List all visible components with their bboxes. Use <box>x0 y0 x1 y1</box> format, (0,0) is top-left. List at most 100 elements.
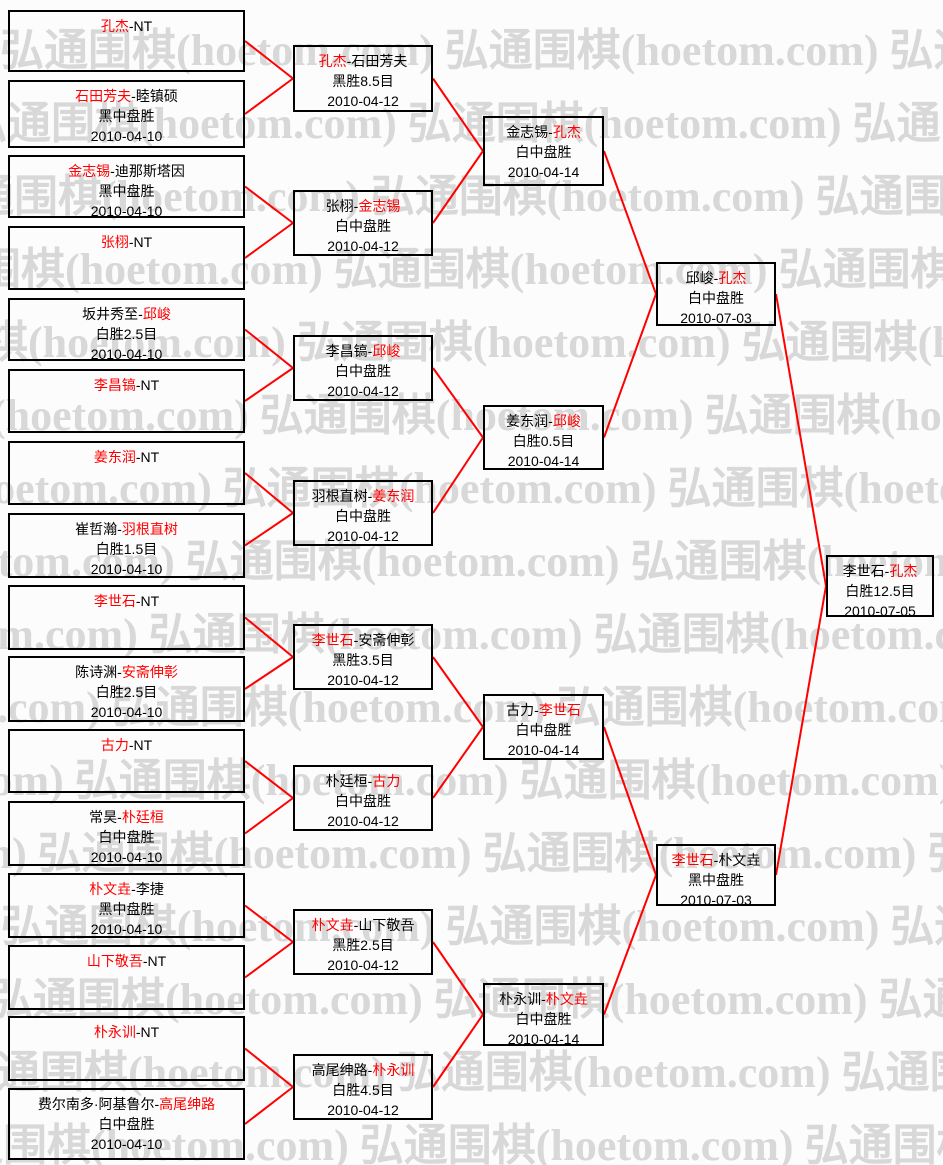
match-text: 白中盘胜 <box>98 1116 155 1132</box>
match-text: 崔哲瀚- <box>75 521 122 537</box>
match-text-line: 2010-04-12 <box>297 526 429 546</box>
match-text: 2010-04-10 <box>90 704 163 720</box>
match-text-line: 费尔南多·阿基鲁尔-高尾绅路 <box>12 1094 241 1114</box>
winner-name: 朴文垚 <box>89 881 132 897</box>
bracket-connector-line <box>244 760 294 799</box>
watermark-text: 弘通围棋(hoetom.com) 弘通围棋(hoetom.com) 弘通围棋(h… <box>0 245 943 294</box>
match-text: 2010-04-12 <box>327 528 399 544</box>
match-text-line: 2010-04-12 <box>297 91 429 111</box>
watermark-text: 弘通围棋(hoetom.com) 弘通围棋(hoetom.com) 弘通围棋(h… <box>0 610 943 659</box>
winner-name: 孔杰 <box>318 53 347 69</box>
match-text-line: 张栩-NT <box>12 232 241 252</box>
match-text-line: 李世石-NT <box>12 591 241 611</box>
bracket-connector-line <box>432 726 484 799</box>
match-text: 2010-04-14 <box>507 1031 580 1047</box>
watermark-text: 弘通围棋(hoetom.com) 弘通围棋(hoetom.com) 弘通围棋(h… <box>0 1121 943 1165</box>
match-text: 2010-04-10 <box>90 561 163 577</box>
winner-name: 金志锡 <box>358 198 401 214</box>
match-text: -石田芳夫 <box>346 53 408 69</box>
bracket-connector-line <box>432 941 484 1016</box>
watermark-text: 弘通围棋(hoetom.com) 弘通围棋(hoetom.com) 弘通围棋(h… <box>0 683 943 732</box>
match-text: 李世石- <box>842 563 890 579</box>
bracket-connector-line <box>244 656 294 690</box>
match-text: 白中盘胜 <box>515 1011 572 1027</box>
match-text-line: 白胜1.5目 <box>12 539 241 559</box>
winner-name: 高尾绅路 <box>159 1096 216 1112</box>
bracket-connector-line <box>244 185 294 224</box>
match-text: 邱峻- <box>685 270 719 286</box>
match-text: 2010-04-10 <box>90 921 163 937</box>
match-text-line: 2010-04-14 <box>487 1029 600 1049</box>
bracket-connector-line <box>432 656 484 728</box>
winner-name: 李世石 <box>671 852 714 868</box>
bracket-connector-line <box>244 512 294 547</box>
bracket-connector-line <box>603 726 657 876</box>
match-box-first-round: 孔杰-NT <box>8 10 245 72</box>
match-text: 2010-04-10 <box>90 849 163 865</box>
match-text-line: 坂井秀至-邱峻 <box>12 304 241 324</box>
match-text-line: 白中盘胜 <box>660 288 772 308</box>
winner-name: 朴永训 <box>372 1062 415 1078</box>
match-text: 朴永训- <box>499 991 546 1007</box>
match-text: 姜东润- <box>506 413 553 429</box>
match-text: -NT <box>135 593 160 609</box>
match-text-line: 2010-04-10 <box>12 126 241 146</box>
match-text: 白中盘胜 <box>335 218 391 234</box>
bracket-connector-line <box>244 472 294 514</box>
match-box-second-round: 朴廷桓-古力白中盘胜 2010-04-12 <box>293 765 433 831</box>
match-text-line: 2010-04-10 <box>12 344 241 364</box>
match-text: 黑中盘胜 <box>98 901 155 917</box>
match-text-line: 山下敬吾-NT <box>12 951 241 971</box>
bracket-connector-line <box>244 941 294 979</box>
match-text-line: 张栩-金志锡 <box>297 196 429 216</box>
match-box-first-round: 山下敬吾-NT <box>8 945 245 1010</box>
match-text: 2010-04-14 <box>507 453 580 469</box>
bracket-connector-line <box>244 616 294 658</box>
match-text: 2010-04-12 <box>327 957 399 973</box>
bracket-connector-line <box>432 1013 484 1088</box>
match-text: 张栩- <box>325 198 359 214</box>
match-text-line: 2010-04-10 <box>12 1134 241 1154</box>
match-text-line: 白中盘胜 <box>487 142 600 162</box>
match-text-line: 2010-07-05 <box>830 601 930 621</box>
match-text-line: 高尾绅路-朴永训 <box>297 1060 429 1080</box>
winner-name: 李世石 <box>311 632 354 648</box>
bracket-connector-line <box>432 367 484 439</box>
match-text-line: 古力-NT <box>12 735 241 755</box>
match-text-line: 2010-04-12 <box>297 811 429 831</box>
match-text: 白中盘胜 <box>515 144 572 160</box>
match-text-line: 朴廷桓-古力 <box>297 771 429 791</box>
match-text: 黑中盘胜 <box>98 183 155 199</box>
bracket-connector-line <box>244 1047 294 1088</box>
match-text-line: 白中盘胜 <box>297 216 429 236</box>
bracket-connector-line <box>244 904 294 943</box>
match-text-line: 李世石-朴文垚 <box>660 850 772 870</box>
match-text: 2010-04-14 <box>507 742 580 758</box>
match-text: -山下敬吾 <box>353 917 415 933</box>
bracket-connector-line <box>244 367 294 402</box>
winner-name: 古力 <box>100 737 129 753</box>
match-text-line: 白中盘胜 <box>487 1009 600 1029</box>
bracket-connector-line <box>244 328 294 369</box>
match-text: 陈诗渊- <box>75 664 122 680</box>
match-text: 白胜1.5目 <box>95 541 158 557</box>
bracket-connector-line <box>603 293 657 438</box>
match-text-line: 古力-李世石 <box>487 700 600 720</box>
match-text: 白中盘胜 <box>335 793 391 809</box>
winner-name: 石田芳夫 <box>75 88 132 104</box>
winner-name: 李世石 <box>538 702 581 718</box>
match-text: 李昌镐- <box>325 343 373 359</box>
match-text-line: 2010-04-10 <box>12 847 241 867</box>
match-text: 白中盘胜 <box>688 290 744 306</box>
match-text-line: 羽根直树-姜东润 <box>297 486 429 506</box>
